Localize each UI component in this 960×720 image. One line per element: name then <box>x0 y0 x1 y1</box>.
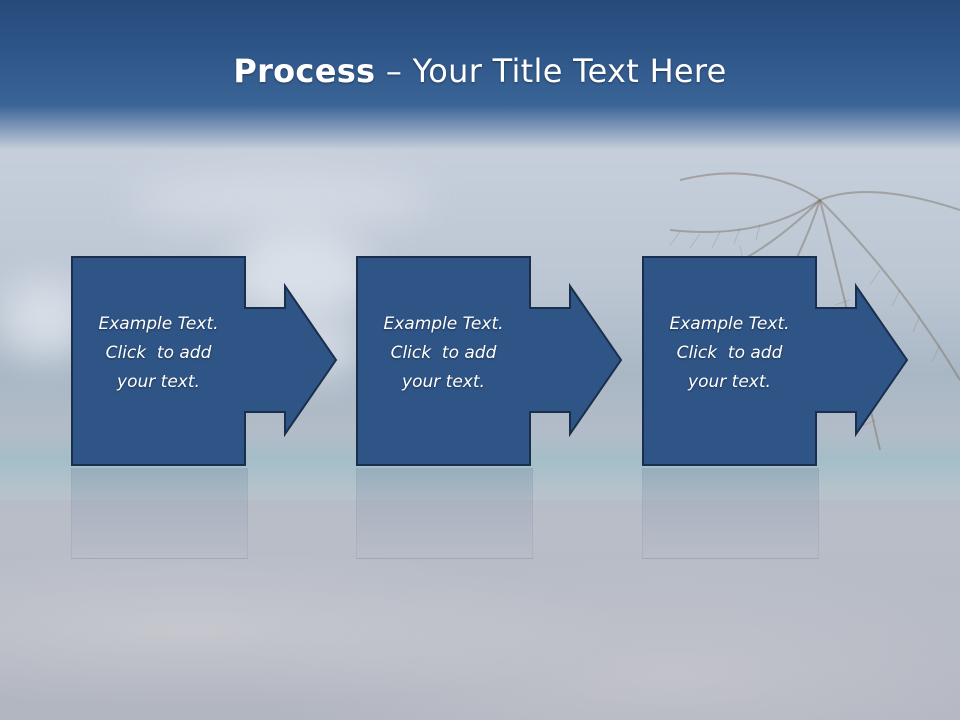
step-text: Example Text. Click to add your text. <box>71 310 246 397</box>
process-step-3[interactable]: Example Text. Click to add your text. <box>642 256 909 466</box>
background-cloud <box>230 230 370 320</box>
background-cloud <box>130 170 430 230</box>
step-text-line: Example Text. <box>383 314 504 334</box>
slide-title-bold: Process <box>233 52 376 90</box>
step-text-line: Click to add <box>390 343 497 363</box>
step-text-line: your text. <box>688 372 771 392</box>
step-reflection <box>71 468 248 559</box>
process-step-2[interactable]: Example Text. Click to add your text. <box>356 256 623 466</box>
slide-title[interactable]: Process – Your Title Text Here <box>0 52 960 90</box>
arrow-box-shape <box>71 256 338 466</box>
step-reflection <box>356 468 533 559</box>
step-reflection <box>642 468 819 559</box>
step-text-line: Example Text. <box>98 314 219 334</box>
arrow-box-shape <box>642 256 909 466</box>
step-text-line: Click to add <box>105 343 212 363</box>
step-text-line: Example Text. <box>669 314 790 334</box>
step-text-line: your text. <box>402 372 485 392</box>
step-text-line: your text. <box>117 372 200 392</box>
background-sand <box>0 490 960 720</box>
slide-title-rest: – Your Title Text Here <box>375 52 727 90</box>
step-text: Example Text. Click to add your text. <box>356 310 531 397</box>
process-step-1[interactable]: Example Text. Click to add your text. <box>71 256 338 466</box>
title-bar <box>0 0 960 150</box>
arrow-box-shape <box>356 256 623 466</box>
step-text-line: Click to add <box>676 343 783 363</box>
step-text: Example Text. Click to add your text. <box>642 310 817 397</box>
